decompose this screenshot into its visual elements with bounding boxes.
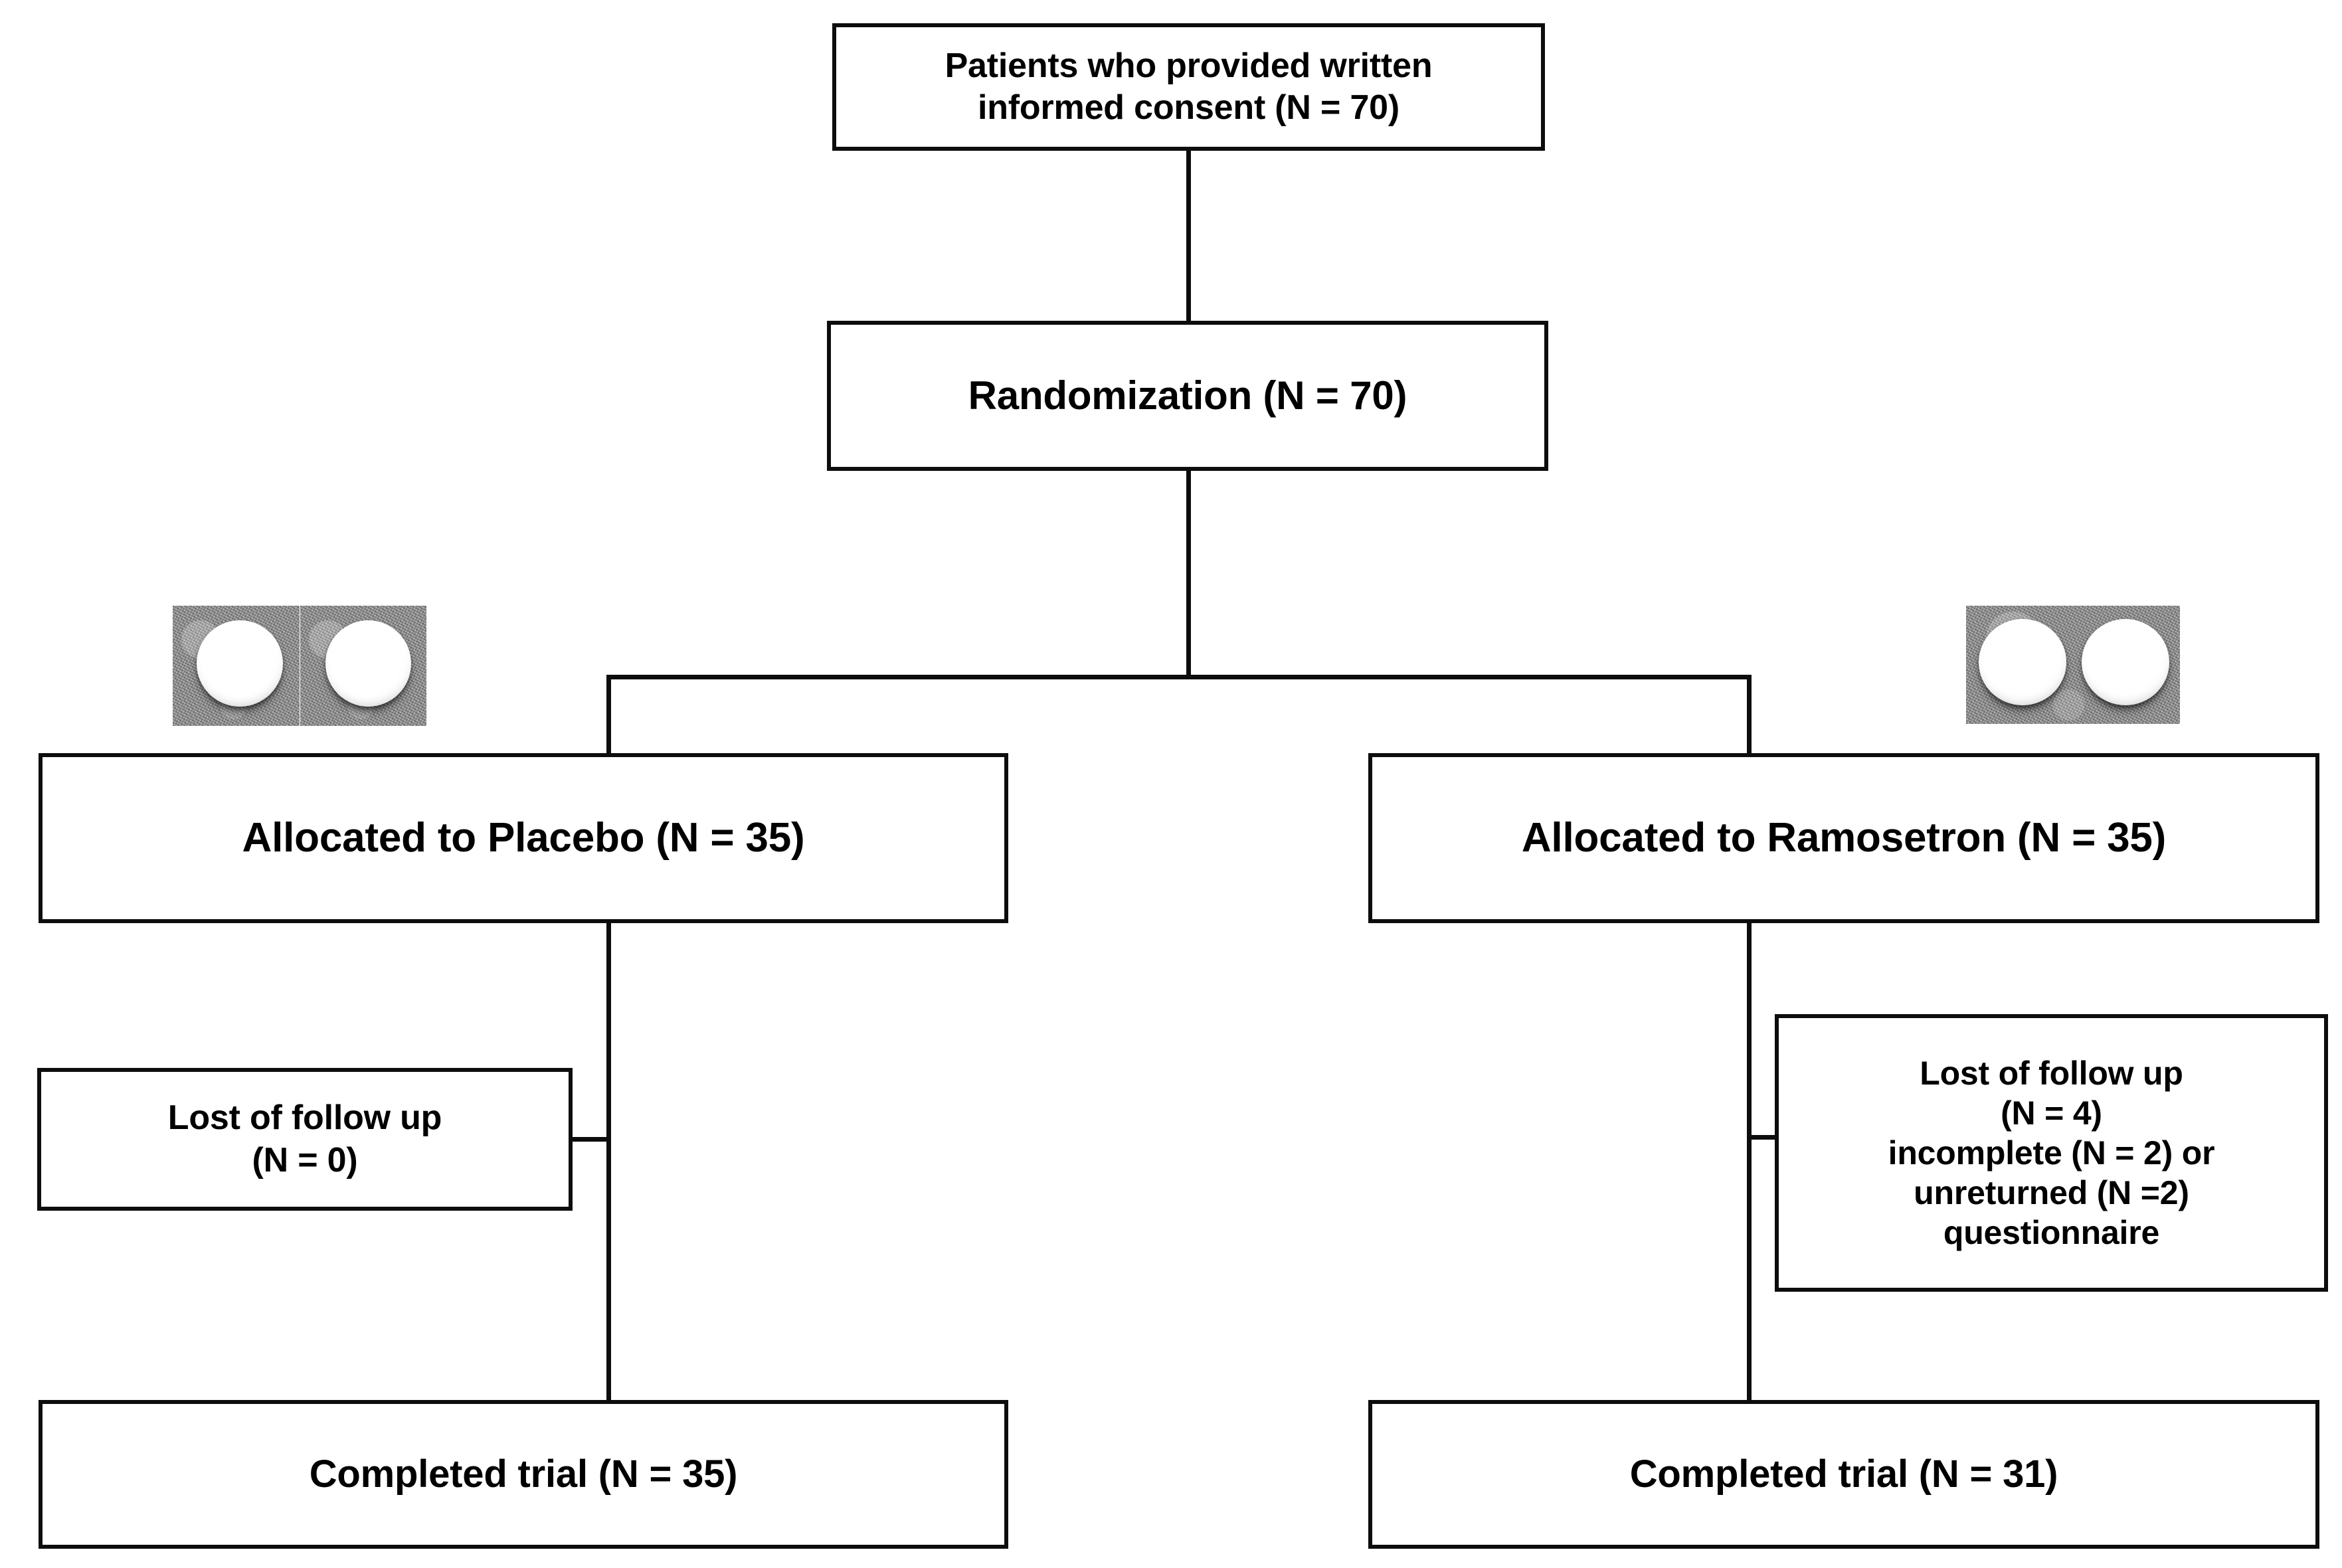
node-consent: Patients who provided written informed c… (832, 23, 1545, 151)
placebo-tablet-photo-right (300, 606, 426, 726)
node-lost-followup-placebo: Lost of follow up (N = 0) (37, 1068, 573, 1211)
node-allocated-ramosetron-label: Allocated to Ramosetron (N = 35) (1521, 815, 2167, 861)
node-allocated-ramosetron: Allocated to Ramosetron (N = 35) (1368, 753, 2319, 923)
connector-randomization-to-split (1186, 470, 1191, 679)
tablet-icon (1979, 618, 2067, 705)
node-allocated-placebo: Allocated to Placebo (N = 35) (39, 753, 1008, 923)
connector-split-to-placebo (606, 675, 611, 756)
node-completed-ramosetron-label: Completed trial (N = 31) (1629, 1452, 2058, 1496)
node-randomization-label: Randomization (N = 70) (968, 373, 1407, 418)
placebo-tablet-photo-left (173, 606, 300, 726)
connector-ramosetron-lost-stub (1747, 1135, 1779, 1140)
node-completed-placebo-label: Completed trial (N = 35) (309, 1452, 738, 1496)
tablet-icon (325, 620, 412, 707)
tablet-icon (197, 620, 284, 707)
node-lost-followup-ramosetron: Lost of follow up (N = 4) incomplete (N … (1775, 1014, 2328, 1292)
node-allocated-placebo-label: Allocated to Placebo (N = 35) (242, 815, 805, 861)
connector-allocation-split-bar (606, 675, 1752, 679)
connector-split-to-ramosetron (1747, 675, 1752, 756)
connector-consent-to-randomization (1186, 149, 1191, 323)
connector-placebo-lost-stub (570, 1137, 610, 1142)
node-consent-label: Patients who provided written informed c… (945, 46, 1433, 127)
connector-ramosetron-trunk (1747, 920, 1752, 1403)
node-lost-followup-ramosetron-label: Lost of follow up (N = 4) incomplete (N … (1888, 1055, 2215, 1251)
tablet-icon (2081, 618, 2169, 705)
node-completed-ramosetron: Completed trial (N = 31) (1368, 1400, 2319, 1549)
node-randomization: Randomization (N = 70) (827, 321, 1548, 471)
connector-placebo-trunk (606, 920, 611, 1403)
node-lost-followup-placebo-label: Lost of follow up (N = 0) (167, 1098, 442, 1179)
node-completed-placebo: Completed trial (N = 35) (39, 1400, 1008, 1549)
ramosetron-tablet-photo (1966, 606, 2180, 724)
